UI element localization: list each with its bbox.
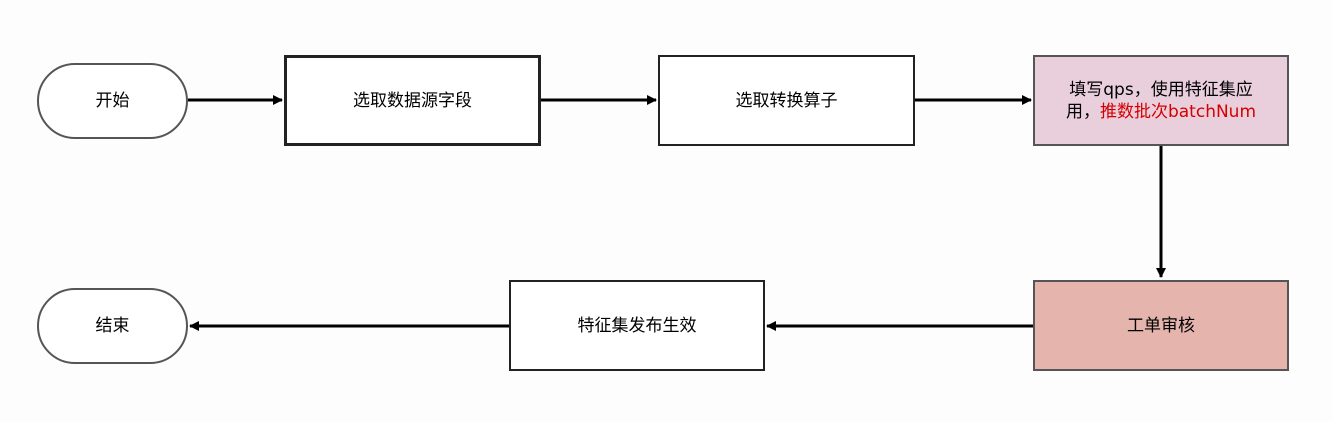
end-node: 结束 xyxy=(37,288,188,364)
publish-label: 特征集发布生效 xyxy=(577,315,697,336)
end-label: 结束 xyxy=(95,316,130,336)
select-operator-label: 选取转换算子 xyxy=(735,90,838,111)
fill-qps-line1: 填写qps，使用特征集应 xyxy=(1069,79,1253,100)
fill-qps-text: 填写qps，使用特征集应 用，推数批次batchNum xyxy=(1066,79,1256,123)
fill-qps-node: 填写qps，使用特征集应 用，推数批次batchNum xyxy=(1033,55,1289,146)
review-node: 工单审核 xyxy=(1033,280,1289,371)
fill-qps-line2-prefix: 用， xyxy=(1065,101,1100,122)
review-label: 工单审核 xyxy=(1127,315,1195,336)
fill-qps-batchnum-highlight: 推数批次batchNum xyxy=(1099,101,1257,122)
select-operator-node: 选取转换算子 xyxy=(658,55,915,146)
fill-qps-line2: 用，推数批次batchNum xyxy=(1066,101,1256,123)
start-node: 开始 xyxy=(37,63,188,139)
select-fields-label: 选取数据源字段 xyxy=(353,90,472,111)
publish-node: 特征集发布生效 xyxy=(509,280,765,371)
start-label: 开始 xyxy=(95,91,130,111)
select-fields-node: 选取数据源字段 xyxy=(284,55,541,146)
